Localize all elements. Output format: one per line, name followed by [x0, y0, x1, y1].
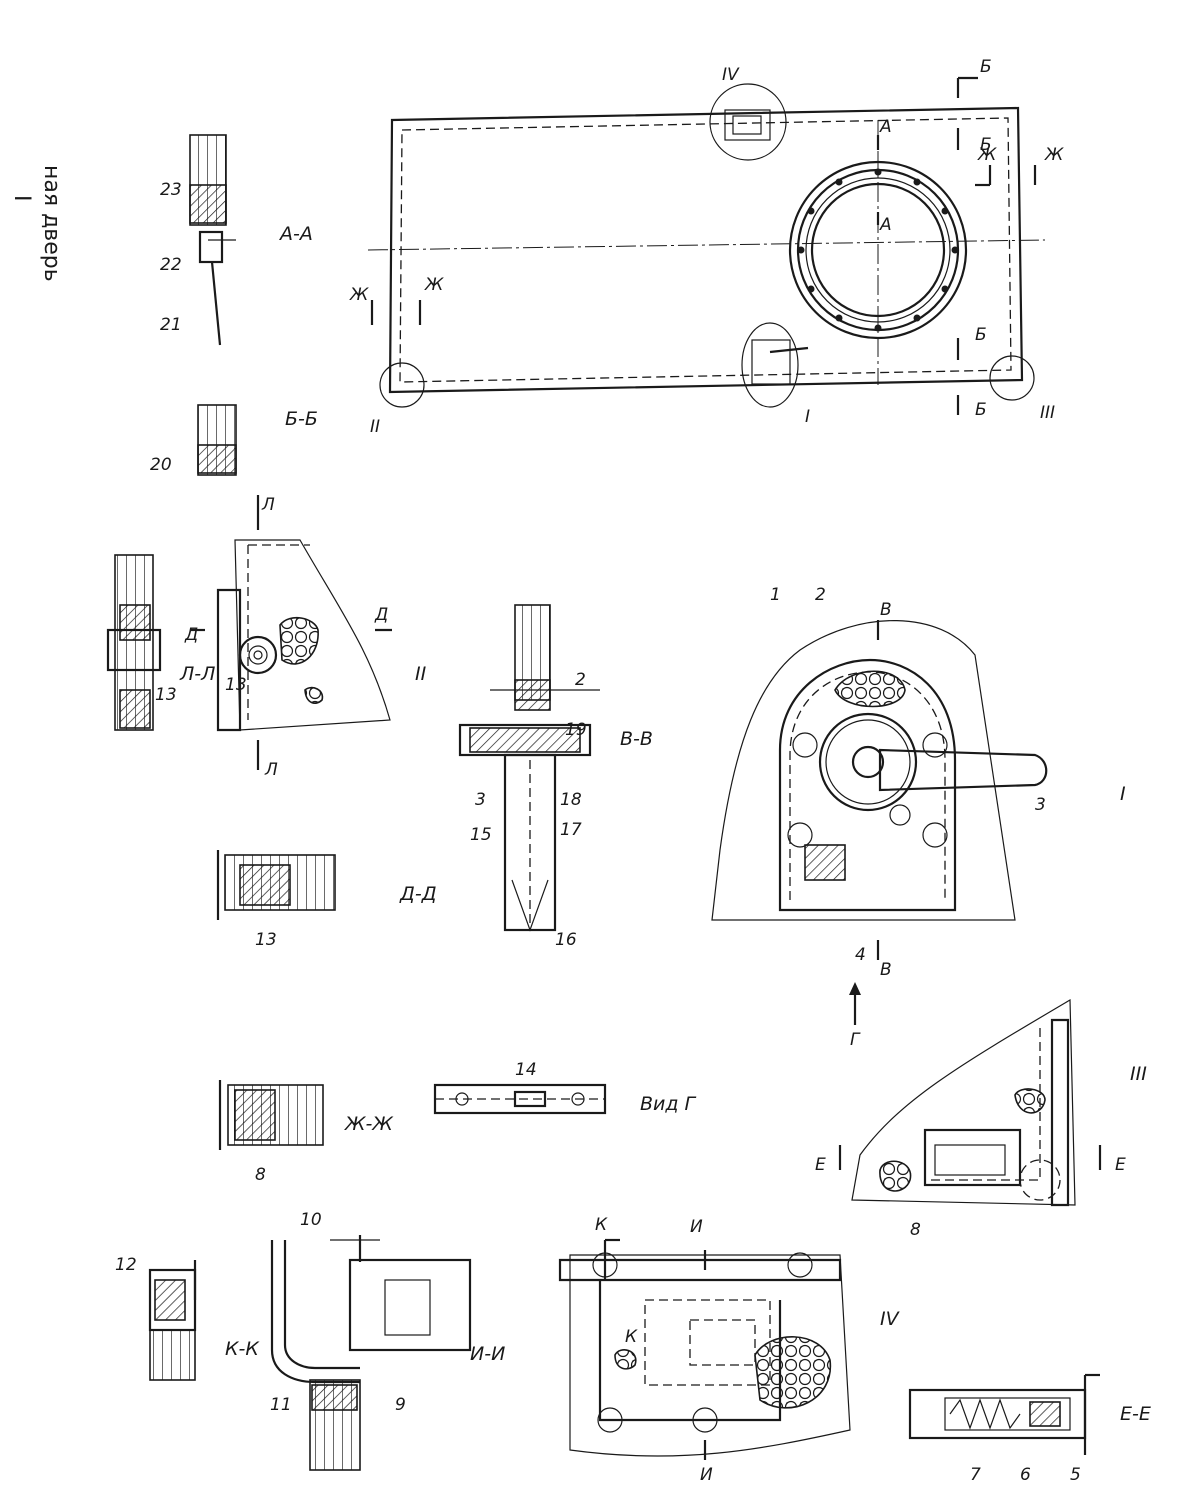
svg-text:Б: Б — [975, 400, 987, 420]
label-13c: 13 — [255, 930, 277, 950]
porthole — [788, 160, 968, 340]
section-ll-title: Л-Л — [179, 663, 215, 685]
section-aa: 23 22 21 А-А — [160, 134, 313, 346]
detail-ii: Л Л Д Д 13 II — [184, 495, 427, 780]
label-17: 17 — [560, 820, 582, 840]
detail-iii-title: III — [1130, 1063, 1147, 1085]
svg-text:В: В — [880, 600, 892, 620]
label-4: 4 — [855, 945, 866, 965]
label-18: 18 — [560, 790, 582, 810]
label-2b: 2 — [815, 585, 826, 605]
handle-detail-i-marker: I — [741, 322, 810, 427]
svg-text:И: И — [700, 1465, 713, 1485]
view-g: 14 Вид Г — [433, 1060, 697, 1115]
label-8b: 8 — [255, 1165, 266, 1185]
svg-text:Л: Л — [261, 495, 275, 515]
label-3b: 3 — [1035, 795, 1046, 815]
svg-text:Л: Л — [264, 760, 278, 780]
detail-iii: Е Е 8 III — [815, 998, 1147, 1240]
label-12: 12 — [115, 1255, 137, 1275]
label-22: 22 — [160, 255, 182, 275]
section-vv-title: В-В — [620, 728, 653, 750]
detail-iv: К И И К IV — [558, 1215, 901, 1485]
section-ii: 10 11 9 И-И — [270, 1210, 505, 1471]
detail-iv-title: IV — [880, 1308, 901, 1330]
detail-iii-marker: III — [989, 355, 1055, 423]
view-g-title: Вид Г — [640, 1093, 697, 1115]
label-8a: 8 — [910, 1220, 921, 1240]
section-bb: 20 Б-Б — [150, 404, 318, 476]
section-kk-title: К-К — [225, 1338, 260, 1360]
label-10: 10 — [300, 1210, 322, 1230]
section-ee: 5 6 7 Е-Е — [908, 1373, 1151, 1485]
label-13b: 13 — [225, 675, 247, 695]
label-21: 21 — [160, 315, 182, 335]
title-line-2: I — [9, 195, 34, 202]
detail-iv-marker: IV — [709, 65, 787, 161]
svg-text:К: К — [595, 1215, 608, 1235]
label-16: 16 — [555, 930, 577, 950]
door-main-view: I II III IV Б Б Б Б А — [349, 57, 1064, 437]
section-ii-title: И-И — [470, 1343, 505, 1365]
section-dd-title: Д-Д — [399, 883, 437, 905]
svg-text:Е: Е — [815, 1155, 826, 1175]
svg-text:Ж: Ж — [349, 285, 369, 305]
svg-text:А: А — [879, 117, 892, 137]
label-2a: 2 — [575, 670, 586, 690]
svg-text:Ж: Ж — [1044, 145, 1064, 165]
section-ll: 13 Л-Л — [106, 554, 215, 731]
cut-markers-main: Б Б Б Б А А Ж Ж Ж Ж — [349, 57, 1064, 420]
section-kk: 12 К-К — [115, 1255, 260, 1381]
svg-text:II: II — [370, 417, 380, 437]
view-arrow-g: Г — [849, 982, 861, 1050]
label-5: 5 — [1070, 1465, 1081, 1485]
detail-ii-marker: II — [370, 362, 425, 437]
label-14: 14 — [515, 1060, 537, 1080]
detail-i-title: I — [1120, 783, 1126, 805]
section-bb-title: Б-Б — [285, 408, 318, 430]
label-1: I — [805, 407, 810, 427]
detail-i-handle: В В 1 2 3 4 I — [711, 585, 1126, 980]
label-3a: 3 — [475, 790, 486, 810]
label-19: 19 — [565, 720, 587, 740]
svg-text:Е: Е — [1115, 1155, 1126, 1175]
label-23: 23 — [160, 180, 182, 200]
label-13a: 13 — [155, 685, 177, 705]
label-20: 20 — [150, 455, 172, 475]
svg-text:Б: Б — [980, 57, 992, 77]
section-vv: 2 19 3 15 18 17 16 В-В — [458, 604, 653, 950]
label-6: 6 — [1020, 1465, 1031, 1485]
svg-text:III: III — [1040, 403, 1055, 423]
svg-text:А: А — [879, 215, 892, 235]
svg-text:В: В — [880, 960, 892, 980]
title-line-1: ная дверь — [39, 165, 64, 282]
section-zhzh-title: Ж-Ж — [344, 1113, 394, 1135]
sheet-title: ная дверь I — [9, 165, 64, 282]
section-dd: 13 Д-Д — [216, 850, 437, 950]
label-11: 11 — [270, 1395, 292, 1415]
detail-ii-title: II — [415, 663, 427, 685]
svg-text:Ж: Ж — [977, 145, 997, 165]
svg-text:Ж: Ж — [424, 275, 444, 295]
section-ee-title: Е-Е — [1120, 1403, 1151, 1425]
label-7: 7 — [970, 1465, 981, 1485]
svg-text:IV: IV — [722, 65, 740, 85]
svg-text:К: К — [625, 1327, 638, 1347]
svg-text:Б: Б — [975, 325, 987, 345]
svg-text:Г: Г — [850, 1030, 861, 1050]
section-aa-title: А-А — [278, 223, 313, 245]
svg-text:Д: Д — [374, 605, 388, 625]
svg-text:И: И — [690, 1217, 703, 1237]
svg-text:Д: Д — [184, 625, 198, 645]
label-15: 15 — [470, 825, 492, 845]
section-zhzh: 8 Ж-Ж — [218, 1080, 394, 1185]
svg-text:Б: Б — [980, 135, 992, 155]
label-1b: 1 — [770, 585, 781, 605]
label-9: 9 — [395, 1395, 406, 1415]
